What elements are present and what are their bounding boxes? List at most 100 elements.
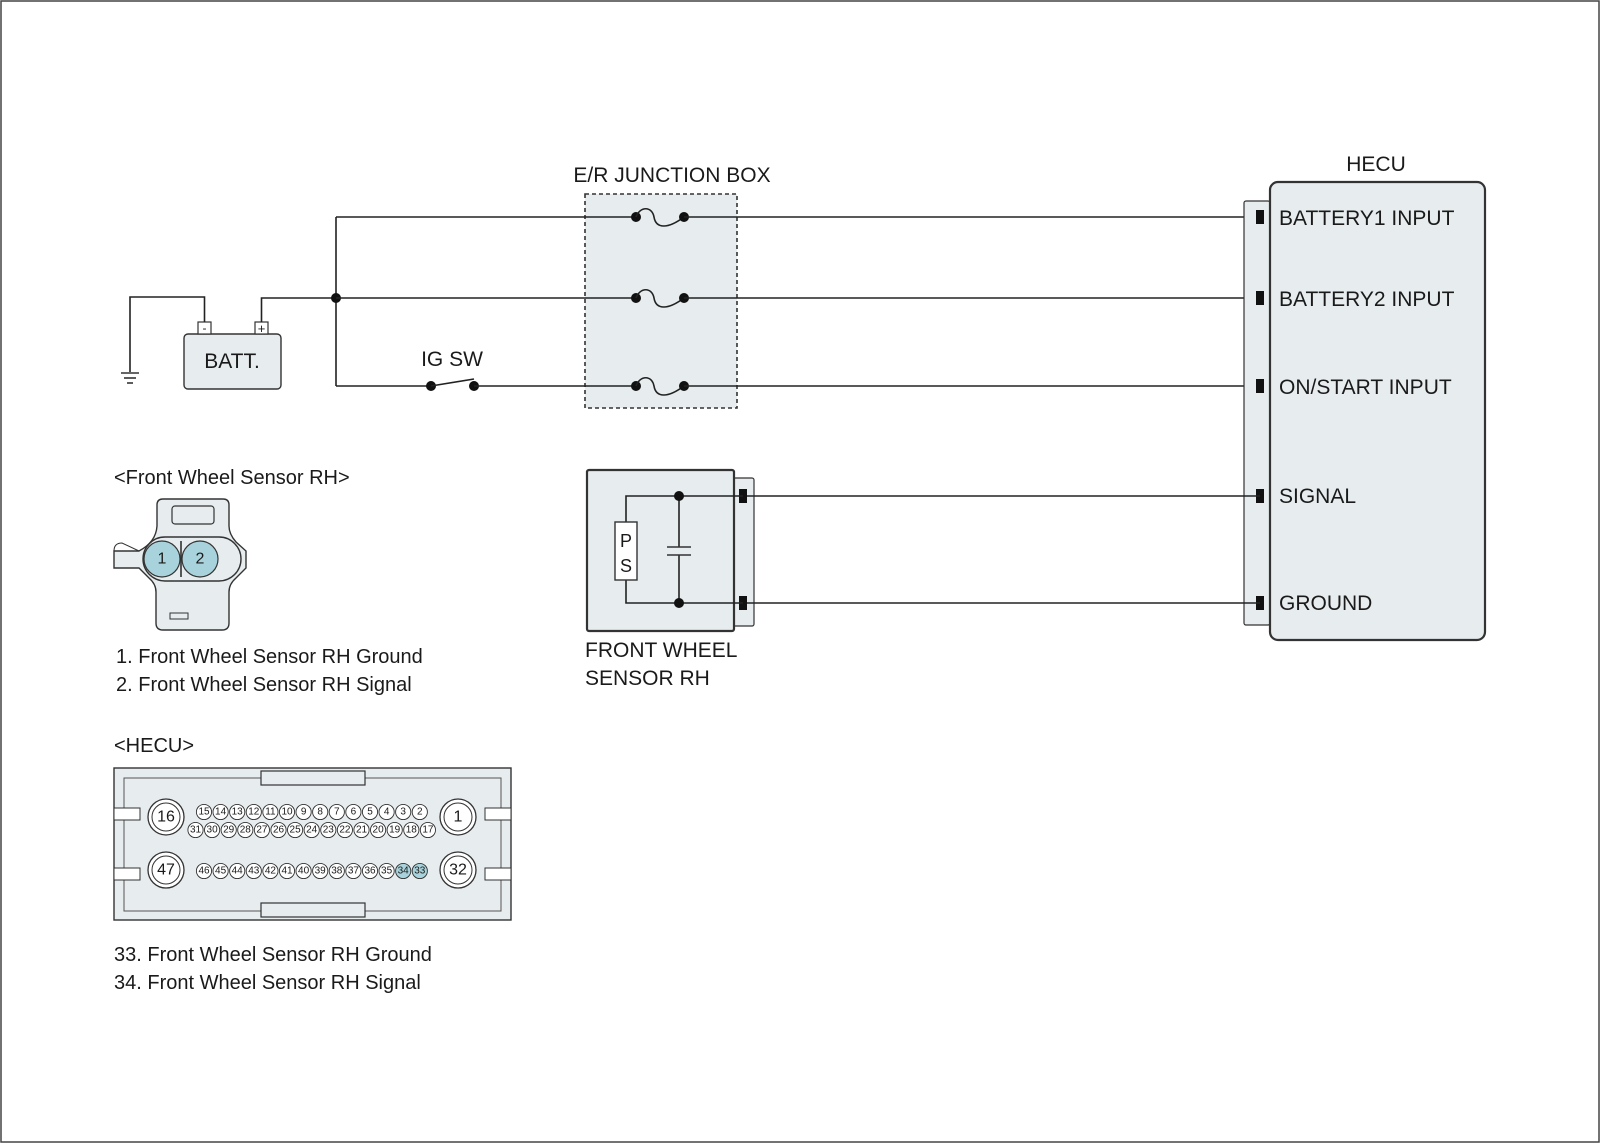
hecu-pin-4 [378, 803, 395, 821]
hecu-pin-label-37: 37 [348, 866, 360, 877]
hecu-pin-label-24: 24 [306, 825, 318, 836]
hecu-pin-2 [411, 803, 428, 821]
junction-box-title: E/R JUNCTION BOX [573, 164, 770, 187]
hecu-pin-label-2: 2 [417, 807, 423, 818]
hecu-box [1268, 180, 1487, 642]
sensor-connector-pin-2 [181, 540, 219, 578]
hecu-pin-label-35: 35 [381, 866, 393, 877]
sensor-connector-title: <Front Wheel Sensor RH> [114, 467, 350, 489]
hecu-pin-ring-32 [443, 855, 473, 885]
hecu-pin-label-28: 28 [240, 825, 252, 836]
hecu-pin-32 [439, 851, 477, 889]
hecu-pin-label-18: 18 [406, 825, 418, 836]
hecu-connector-body [113, 767, 512, 921]
hecu-pin-label-31: 31 [190, 825, 202, 836]
hecu-pin-34 [395, 862, 412, 880]
sensor-name-line1: FRONT WHEEL [585, 639, 737, 662]
hecu-pin-ring-47 [151, 855, 181, 885]
hecu-connector-legend-1: 33. Front Wheel Sensor RH Ground [114, 944, 432, 966]
hecu-pin-31 [187, 821, 204, 839]
hecu-pin-14 [212, 803, 229, 821]
battery-label: BATT. [204, 350, 260, 373]
hecu-pin-41 [278, 862, 296, 880]
hecu-pin-battery2: BATTERY2 INPUT [1279, 288, 1455, 311]
hecu-pin-label-6: 6 [351, 807, 357, 818]
hecu-pin-10 [278, 803, 296, 821]
hecu-pin-label-5: 5 [367, 807, 373, 818]
sensor-connector-pin-2-label: 2 [196, 551, 205, 568]
hecu-pin-8 [312, 803, 329, 821]
hecu-pin-label-29: 29 [223, 825, 235, 836]
hecu-pin-label-13: 13 [232, 807, 244, 818]
hecu-pin-label-27: 27 [256, 825, 268, 836]
hecu-pin-27 [253, 821, 270, 839]
hecu-pin-6 [345, 803, 362, 821]
ground-symbol [121, 296, 206, 384]
front-wheel-sensor: P S [585, 468, 755, 633]
hecu-pin-label-12: 12 [248, 807, 260, 818]
hecu-pin-35 [378, 862, 395, 880]
hecu-pin-43 [245, 862, 262, 880]
hecu-pin-9 [295, 803, 312, 821]
battery: - + BATT. [183, 321, 282, 390]
hecu-pin-19 [386, 821, 403, 839]
hecu-pin-44 [229, 862, 246, 880]
hecu-pin-13 [229, 803, 246, 821]
sensor-connector-legend-2: 2. Front Wheel Sensor RH Signal [116, 674, 412, 696]
hecu-pin-36 [361, 862, 379, 880]
hecu-pin-label-47: 47 [157, 862, 175, 879]
hecu-pin-20 [370, 821, 387, 839]
hecu-pin-18 [403, 821, 420, 839]
hecu-pin-label-23: 23 [323, 825, 335, 836]
hecu-pin-label-33: 33 [414, 866, 426, 877]
fuse-2 [336, 288, 1260, 308]
hecu-title: HECU [1346, 153, 1406, 176]
hecu-pin-29 [220, 821, 237, 839]
hecu-pin-3 [395, 803, 412, 821]
hecu-pin-46 [195, 862, 213, 880]
hecu-pin-30 [204, 821, 221, 839]
sensor-connector-pin-1 [143, 540, 181, 578]
hecu-pin-23 [320, 821, 337, 839]
hecu-pin-label-39: 39 [315, 866, 327, 877]
hecu-connector-strip [1243, 200, 1271, 626]
hecu-pin-battery1: BATTERY1 INPUT [1279, 207, 1455, 230]
hecu-pin-label-26: 26 [273, 825, 285, 836]
hecu-pin-26 [270, 821, 287, 839]
hecu-pin-1 [439, 798, 477, 836]
hecu-pin-signal: SIGNAL [1279, 485, 1356, 508]
hecu-pin-47 [147, 851, 185, 889]
hecu-pin-label-3: 3 [400, 807, 406, 818]
hecu-pin-label-25: 25 [290, 825, 302, 836]
hecu-pin-label-45: 45 [215, 866, 227, 877]
hecu-pin-label-20: 20 [373, 825, 385, 836]
fuse-1 [336, 207, 1260, 227]
hecu-pin-on-start: ON/START INPUT [1279, 376, 1452, 399]
sensor-connector-body: 1 2 [113, 498, 247, 631]
hecu-pin-38 [328, 862, 345, 880]
battery-positive-wire [260, 297, 336, 322]
hecu-pin-25 [287, 821, 304, 839]
hecu-pin-7 [328, 803, 345, 821]
sensor-s-label: S [620, 556, 632, 576]
hecu-pin-5 [361, 803, 379, 821]
hecu-pin-label-8: 8 [317, 807, 323, 818]
hecu-pin-ring-1 [443, 802, 473, 832]
hecu-pin-label-22: 22 [339, 825, 351, 836]
hecu-pin-39 [312, 862, 329, 880]
battery-plus-label: + [258, 321, 266, 336]
hecu-pin-label-42: 42 [265, 866, 277, 877]
hecu-pin-40 [295, 862, 312, 880]
hecu-pin-28 [237, 821, 254, 839]
hecu-pin-ring-16 [151, 802, 181, 832]
hecu-pin-21 [353, 821, 370, 839]
hecu-pin-label-44: 44 [232, 866, 244, 877]
hecu-pin-label-36: 36 [364, 866, 376, 877]
sensor-p-label: P [620, 531, 632, 551]
hecu-pin-label-34: 34 [398, 866, 410, 877]
hecu-pin-ground: GROUND [1279, 592, 1372, 615]
hecu-pin-17 [419, 821, 436, 839]
hecu-pin-label-40: 40 [298, 866, 310, 877]
hecu-pin-label-14: 14 [215, 807, 227, 818]
